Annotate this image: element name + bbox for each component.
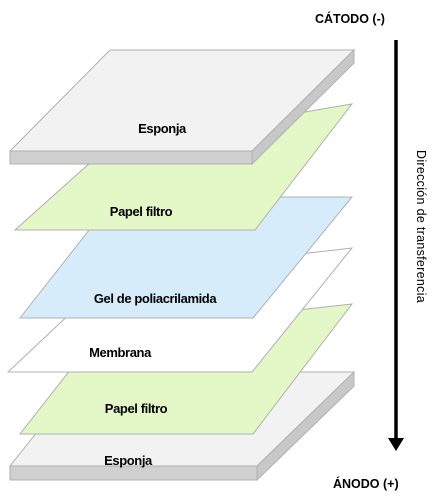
label-filter-paper-top: Papel filtro [110,204,173,219]
transfer-direction-arrow [388,40,404,451]
label-gel: Gel de poliacrilamida [94,291,218,306]
sponge-bottom-right-face [256,370,355,482]
sponge-bottom-front-face [9,465,258,481]
cathode-label: CÁTODO (-) [315,11,385,26]
label-sponge-top: Esponja [138,121,187,136]
label-membrane: Membrana [89,345,152,360]
sponge-top-right-face [251,48,355,166]
label-filter-paper-bottom: Papel filtro [105,401,168,416]
layer-sponge-top [8,48,356,166]
anode-label: ÁNODO (+) [333,476,399,491]
label-sponge-bottom: Esponja [104,453,153,468]
arrow-head-icon [388,438,404,451]
sponge-top-front-face [9,150,253,165]
direction-label: Dirección de transferencia [414,150,428,303]
